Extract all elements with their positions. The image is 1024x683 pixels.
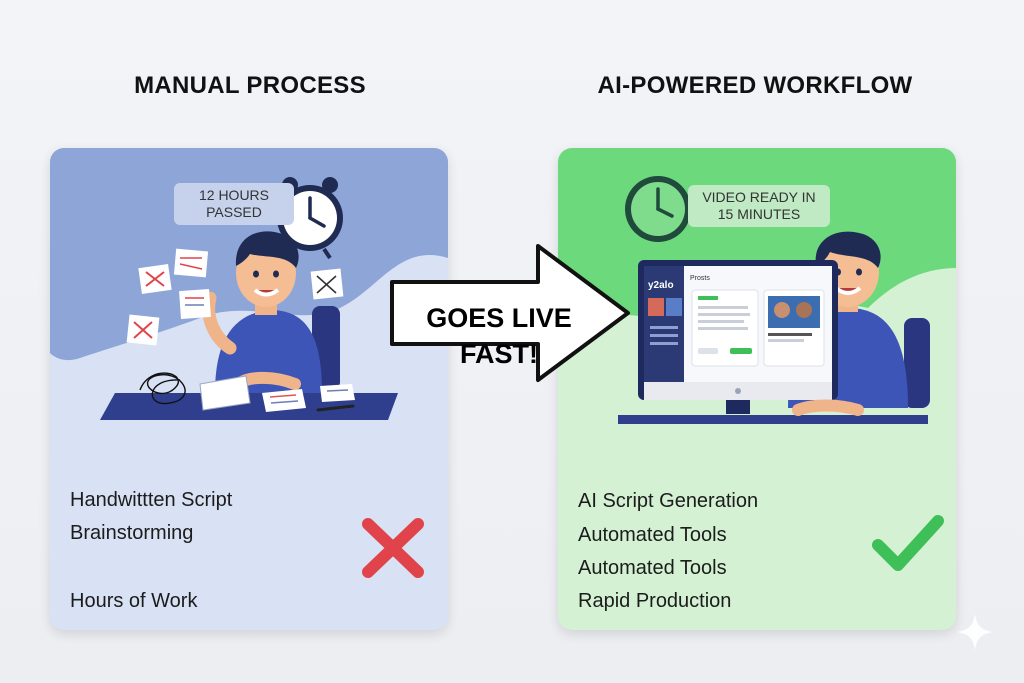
list-item: Handwittten Script: [70, 489, 233, 511]
list-item: Rapid Production: [578, 590, 732, 612]
ai-workflow-illustration: y2alo Prosts: [558, 148, 956, 424]
screen-tab: Prosts: [690, 275, 710, 282]
manual-process-panel: 12 HOURS PASSED Handwittten Script Brain…: [50, 148, 448, 630]
manual-process-illustration: [50, 148, 448, 420]
badge-line-1: VIDEO READY IN: [702, 189, 816, 205]
goes-live-arrow: GOES LIVE FAST!: [388, 242, 636, 384]
badge-line-2: PASSED: [206, 204, 262, 220]
list-item: Brainstorming: [70, 522, 194, 544]
wall-clock-icon: [625, 176, 691, 242]
red-x-icon: [362, 518, 424, 578]
green-check-icon: [872, 515, 944, 571]
heading-ai-workflow: AI-POWERED WORKFLOW: [597, 72, 913, 99]
video-ready-badge: VIDEO READY IN 15 MINUTES: [688, 185, 830, 227]
screen-logo: y2alo: [648, 280, 674, 291]
list-item: Automated Tools: [578, 557, 727, 579]
time-passed-badge: 12 HOURS PASSED: [174, 183, 294, 225]
arrow-label: GOES LIVE FAST!: [414, 300, 584, 372]
badge-line-1: 12 HOURS: [198, 187, 270, 203]
list-item: Automated Tools: [578, 524, 727, 546]
heading-manual-process: MANUAL PROCESS: [134, 72, 366, 99]
sparkle-icon: [957, 614, 993, 650]
badge-line-2: 15 MINUTES: [717, 206, 801, 222]
ai-workflow-panel: y2alo Prosts VIDEO REA: [558, 148, 956, 630]
list-item: Hours of Work: [70, 590, 198, 612]
arrow-line-1: GOES LIVE: [426, 303, 572, 333]
arrow-line-2: FAST!: [460, 339, 538, 369]
list-item: AI Script Generation: [578, 490, 759, 512]
right-arrow-icon: [390, 244, 630, 382]
